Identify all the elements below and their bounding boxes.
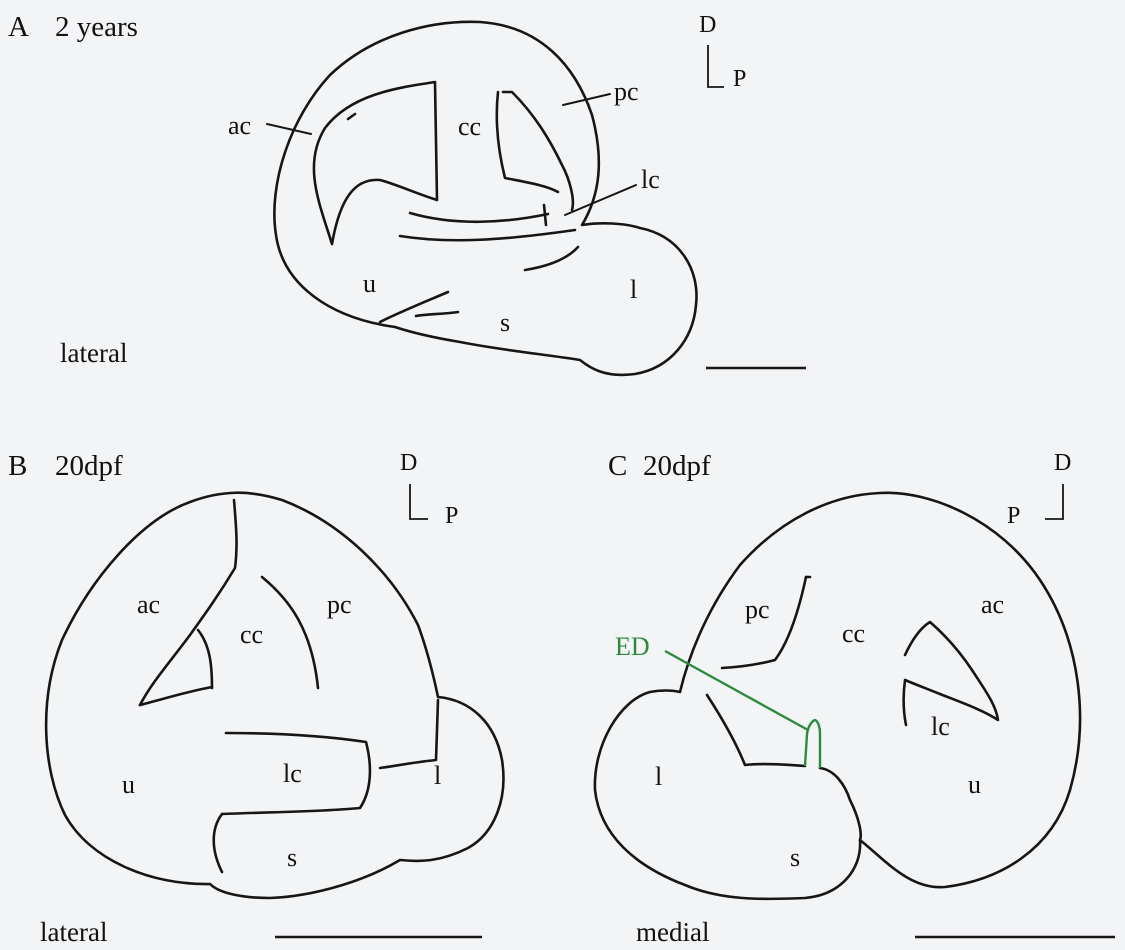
panel-b-stage: 20dpf [55, 450, 123, 482]
panel-c-ed-leader [665, 651, 808, 730]
panel-c-endolymphatic-duct [805, 720, 820, 768]
panel-a-dir-d: D [699, 12, 716, 38]
panel-b-label-lc: lc [283, 759, 302, 788]
panel-c-label-cc: cc [842, 619, 865, 648]
panel-c-orientation-axis [1045, 484, 1063, 519]
panel-c-label-lc: lc [931, 712, 950, 741]
panel-a-label-ac: ac [228, 111, 251, 140]
panel-c-dir-p: P [1007, 503, 1020, 529]
panel-a-label-u: u [363, 269, 376, 298]
panel-c-label-ed: ED [615, 632, 650, 661]
panel-a-inner-canal [314, 82, 437, 244]
panel-c-outline [595, 493, 1080, 899]
panel-b-view: lateral [40, 917, 107, 947]
panel-b-label-l: l [434, 761, 441, 790]
panel-a-label-lc: lc [641, 165, 660, 194]
panel-a-outline [274, 22, 696, 375]
panel-a: A 2 years ac cc pc lc u s l lateral D P [8, 11, 806, 375]
panel-a-lc-leader [565, 185, 636, 215]
panel-a-canal-lumen [503, 92, 573, 210]
panel-b-label-u: u [122, 770, 135, 799]
panel-c-label-pc: pc [745, 595, 770, 624]
panel-a-stage: 2 years [55, 11, 138, 43]
panel-c: C 20dpf ED pc cc ac lc l u s medial D P [595, 450, 1115, 947]
panel-b-dir-p: P [445, 503, 458, 529]
panel-b-label-cc: cc [240, 620, 263, 649]
panel-c-letter: C [608, 450, 627, 482]
panel-a-letter: A [8, 11, 29, 43]
panel-a-label-pc: pc [614, 77, 639, 106]
panel-a-label-s: s [500, 308, 510, 337]
panel-c-label-s: s [790, 843, 800, 872]
panel-b-orientation-axis [410, 484, 428, 519]
panel-b-dir-d: D [400, 450, 417, 476]
panel-a-lateral-canal [410, 213, 548, 222]
panel-b-label-pc: pc [327, 590, 352, 619]
panel-c-dir-d: D [1054, 450, 1071, 476]
panel-b-label-ac: ac [137, 590, 160, 619]
panel-a-dir-p: P [733, 66, 746, 92]
panel-b-outline [46, 493, 503, 898]
panel-c-lateral-canal [904, 622, 998, 725]
panel-b: B 20dpf ac cc pc lc u s l lateral D P [8, 450, 503, 947]
panel-c-label-ac: ac [981, 590, 1004, 619]
panel-c-label-u: u [968, 770, 981, 799]
panel-a-label-cc: cc [458, 112, 481, 141]
panel-c-view: medial [636, 917, 709, 947]
panel-a-view: lateral [60, 338, 127, 368]
panel-a-label-l: l [630, 275, 637, 304]
panel-b-label-s: s [287, 843, 297, 872]
panel-a-ac-leader [267, 124, 311, 134]
panel-a-orientation-axis [708, 45, 724, 87]
panel-c-label-l: l [655, 762, 662, 791]
panel-c-stage: 20dpf [643, 450, 711, 482]
panel-b-letter: B [8, 450, 27, 482]
